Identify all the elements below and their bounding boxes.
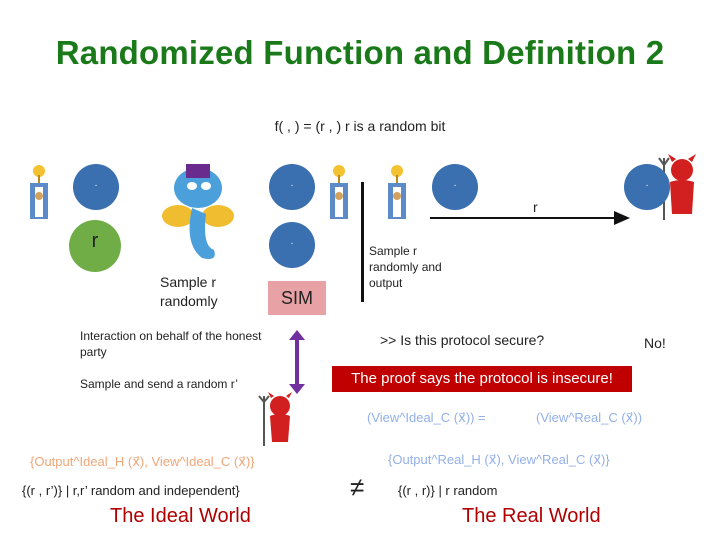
- input-circle: .: [432, 164, 478, 210]
- sample-randomly-text: Sample r randomly: [160, 274, 218, 309]
- answer-no: No!: [644, 335, 666, 351]
- function-definition: f( , ) = (r , ) r is a random bit: [274, 118, 446, 134]
- input-circle: .: [73, 164, 119, 210]
- real-distribution: {(r , r)} | r random: [398, 483, 498, 498]
- input-circle: .: [624, 164, 670, 210]
- ideal-world-label: The Ideal World: [110, 505, 251, 527]
- king-icon: [330, 165, 348, 219]
- not-equal-symbol: ≠: [350, 472, 365, 502]
- ideal-distribution: {(r , r’)} | r,r’ random and independent…: [22, 483, 240, 498]
- view-real: (View^Real_C (x⃗)): [536, 410, 643, 425]
- genie-icon: [162, 164, 234, 259]
- message-r-label: r: [533, 199, 538, 215]
- king-icon: [30, 165, 48, 219]
- sim-input-circle: .: [269, 222, 315, 268]
- real-world-label: The Real World: [462, 505, 601, 527]
- view-ideal: (View^Ideal_C (x⃗)): [367, 410, 475, 425]
- output-r-circle: r: [69, 220, 121, 272]
- devil-icon: [258, 392, 292, 446]
- ideal-output-view: {Output^Ideal_H (x⃗), View^Ideal_C (x⃗)}: [30, 454, 255, 469]
- real-output-view: {Output^Real_H (x⃗), View^Real_C (x⃗)}: [388, 452, 610, 467]
- divider: [361, 182, 364, 302]
- interaction-text: Interaction on behalf of the honest part…: [80, 329, 262, 359]
- slide-title: Randomized Function and Definition 2: [55, 34, 665, 71]
- security-question: >> Is this protocol secure?: [380, 332, 545, 348]
- input-circle: .: [269, 164, 315, 210]
- proof-box: The proof says the protocol is insecure!: [332, 366, 632, 392]
- devil-icon: [658, 154, 696, 220]
- king-icon: [388, 165, 406, 219]
- sample-send-text: Sample and send a random r’: [80, 377, 238, 391]
- sample-output-text: Sample r randomly and output: [369, 244, 442, 290]
- view-equals: =: [478, 410, 486, 425]
- interaction-arrow: [289, 330, 305, 394]
- message-arrow: [430, 211, 630, 225]
- sim-box: SIM: [268, 281, 326, 315]
